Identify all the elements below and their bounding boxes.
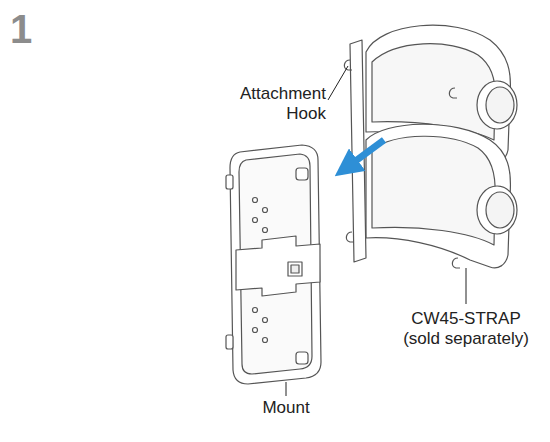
- hole: [253, 328, 258, 333]
- hole: [263, 208, 268, 213]
- hole: [253, 218, 258, 223]
- hole: [263, 228, 268, 233]
- hole: [263, 338, 268, 343]
- hole: [263, 318, 268, 323]
- leader-line: [328, 66, 348, 100]
- part-label: Attachment Hook: [226, 84, 326, 124]
- hole: [253, 308, 258, 313]
- mount-holes: [253, 198, 268, 343]
- strap: [344, 25, 517, 268]
- direction-arrow: [346, 140, 384, 168]
- step-number: 1: [10, 8, 50, 50]
- leader-line: [286, 382, 287, 396]
- part-label: Mount: [250, 398, 322, 418]
- part-label: CW45-STRAP (sold separately): [396, 309, 536, 349]
- mount: [226, 145, 321, 384]
- hole: [253, 198, 258, 203]
- leader-line: [466, 268, 467, 304]
